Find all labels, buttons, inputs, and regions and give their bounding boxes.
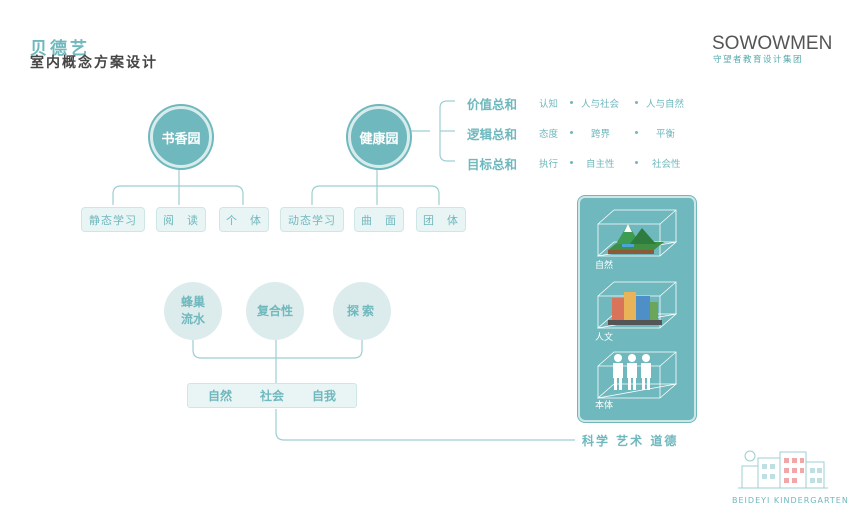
- logo-name: 贝德艺: [30, 39, 90, 59]
- bottom-circle: 探索: [333, 282, 391, 340]
- summary-item: 平衡: [656, 129, 676, 140]
- bottom-caption: 科学 艺术 道德: [582, 434, 679, 448]
- page-subtitle: 室内概念方案设计: [30, 55, 158, 71]
- buildings-cube-icon: [596, 281, 678, 329]
- nature-cube-icon: [596, 209, 678, 257]
- summary-item: 社会性: [652, 159, 681, 170]
- bullet-dot: [570, 161, 573, 164]
- bullet-dot: [570, 131, 573, 134]
- tree-right-title: 健康园: [348, 106, 410, 168]
- summary-item: 自主性: [586, 159, 615, 170]
- tree-left-child: 阅 读: [156, 207, 206, 232]
- bottom-circle-line: 流水: [180, 312, 205, 326]
- brand-subtitle: 守望者教育设计集团: [713, 55, 804, 65]
- tree-left-child: 静态学习: [81, 207, 145, 232]
- summary-item: 跨界: [591, 129, 611, 140]
- panel-label: 自然: [595, 261, 614, 271]
- tree-right-child: 团 体: [416, 207, 466, 232]
- summary-item: 认知: [539, 99, 559, 110]
- kindergarten-label: BEIDEYI KINDERGARTEN: [732, 496, 849, 505]
- summary-head: 价值总和: [467, 97, 518, 112]
- bullet-dot: [635, 101, 638, 104]
- bottom-circle-line: 蜂巢: [180, 295, 205, 309]
- bullet-dot: [635, 131, 638, 134]
- bottom-box-item: 自我: [311, 389, 336, 403]
- category-panel: 自然 人文 本体: [578, 196, 696, 422]
- kindergarten-building-icon: [738, 450, 828, 489]
- summary-item: 态度: [539, 129, 559, 140]
- bullet-dot: [570, 101, 573, 104]
- bottom-circle: 蜂巢流水: [164, 282, 222, 340]
- tree-left-child: 个 体: [219, 207, 269, 232]
- summary-item: 执行: [539, 159, 559, 170]
- panel-label: 人文: [595, 333, 614, 343]
- summary-head: 逻辑总和: [467, 127, 518, 142]
- tree-left-title: 书香园: [150, 106, 212, 168]
- tree-right-child: 动态学习: [280, 207, 344, 232]
- people-cube-icon: [596, 351, 678, 399]
- summary-item: 人与社会: [581, 99, 620, 110]
- bullet-dot: [635, 161, 638, 164]
- bottom-box-item: 自然: [207, 389, 232, 403]
- panel-label: 本体: [595, 401, 614, 411]
- brand-name: SOWOWMEN: [712, 33, 833, 54]
- summary-item: 人与自然: [646, 99, 685, 110]
- tree-right-child: 曲 面: [354, 207, 404, 232]
- summary-head: 目标总和: [467, 157, 518, 172]
- bottom-box: 自然 社会 自我: [187, 383, 357, 408]
- bottom-box-item: 社会: [259, 389, 284, 403]
- bottom-circle: 复合性: [246, 282, 304, 340]
